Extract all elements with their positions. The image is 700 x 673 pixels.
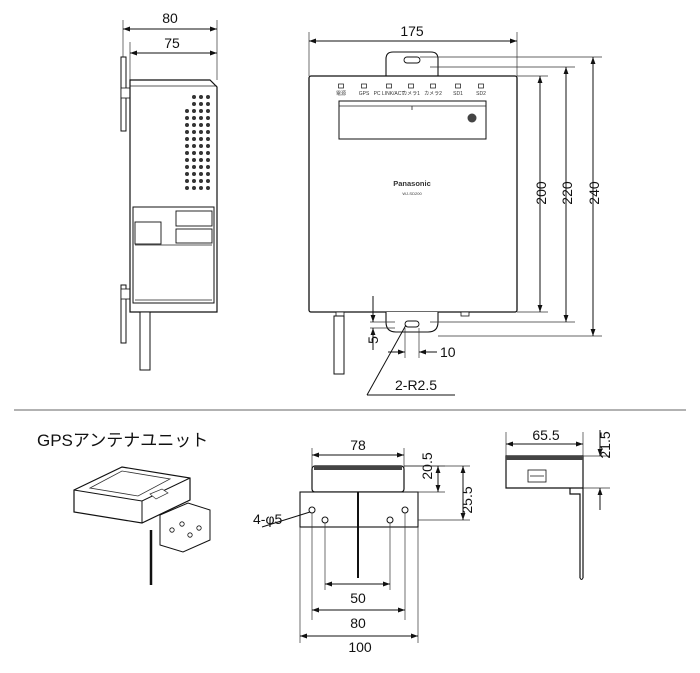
vent-hole — [199, 151, 203, 155]
indicator-label: SD1 — [453, 91, 463, 97]
vent-hole — [192, 151, 196, 155]
indicator-led — [408, 83, 414, 89]
recorder-side-view: 80 75 — [120, 10, 218, 371]
vent-hole — [206, 116, 210, 120]
indicator-label: GPS — [359, 91, 370, 97]
side-width-inner-label: 75 — [164, 35, 180, 51]
gps-holes-note: 4-φ5 — [253, 511, 283, 527]
vent-hole — [206, 109, 210, 113]
vent-hole — [185, 123, 189, 127]
vent-hole — [192, 179, 196, 183]
gps-span-mid-label: 80 — [350, 615, 366, 631]
vent-hole — [192, 172, 196, 176]
vent-hole — [192, 137, 196, 141]
vent-hole — [185, 130, 189, 134]
indicator-label: カメラ1 — [402, 91, 420, 97]
vent-hole — [199, 165, 203, 169]
indicator-led — [455, 83, 461, 89]
vent-hole — [192, 130, 196, 134]
height-total-label: 240 — [586, 181, 602, 205]
gps-isometric-view — [73, 466, 211, 585]
indicator-label: 電源 — [336, 90, 346, 97]
vent-hole — [192, 95, 196, 99]
vent-hole — [192, 123, 196, 127]
vent-hole — [185, 151, 189, 155]
indicator-label: PC LINK/ACT — [374, 91, 405, 97]
vent-hole — [206, 130, 210, 134]
brand-logo-text: Panasonic — [393, 179, 431, 188]
vent-hole — [199, 179, 203, 183]
indicator-label: SD2 — [476, 91, 486, 97]
vent-hole — [206, 172, 210, 176]
vent-hole — [192, 165, 196, 169]
vent-hole — [199, 116, 203, 120]
indicator-led — [430, 83, 436, 89]
dim-10-label: 10 — [440, 344, 456, 360]
vent-hole — [206, 151, 210, 155]
vent-hole — [206, 137, 210, 141]
vent-hole — [185, 144, 189, 148]
indicator-led — [386, 83, 392, 89]
vent-hole — [185, 109, 189, 113]
dim-5-label: 5 — [365, 336, 381, 344]
model-label: WJ-SD200 — [402, 191, 422, 196]
gps-height-top-label: 20.5 — [419, 452, 435, 479]
gps-side-view: 65.5 21.5 — [505, 427, 613, 580]
height-with-tab-label: 220 — [559, 181, 575, 205]
vent-holes — [185, 95, 210, 190]
gps-span-total-label: 100 — [348, 639, 372, 655]
vent-hole — [185, 186, 189, 190]
front-width-label: 175 — [400, 23, 424, 39]
gps-height-hole-label: 25.5 — [459, 486, 475, 513]
vent-hole — [206, 144, 210, 148]
indicator-led — [338, 83, 344, 89]
vent-hole — [206, 179, 210, 183]
vent-hole — [199, 123, 203, 127]
vent-hole — [185, 165, 189, 169]
vent-hole — [199, 158, 203, 162]
vent-hole — [185, 179, 189, 183]
vent-hole — [192, 144, 196, 148]
gps-width-top-label: 78 — [350, 437, 366, 453]
vent-hole — [192, 186, 196, 190]
vent-hole — [199, 144, 203, 148]
vent-hole — [199, 137, 203, 141]
vent-hole — [199, 130, 203, 134]
radius-note-label: 2-R2.5 — [395, 377, 437, 393]
vent-hole — [199, 172, 203, 176]
vent-hole — [206, 95, 210, 99]
indicator-label: カメラ2 — [424, 91, 442, 97]
vent-hole — [192, 109, 196, 113]
vent-hole — [185, 137, 189, 141]
vent-hole — [199, 186, 203, 190]
height-body-label: 200 — [533, 181, 549, 205]
gps-span-inner-label: 50 — [350, 590, 366, 606]
vent-hole — [206, 186, 210, 190]
gps-side-width-label: 65.5 — [532, 427, 559, 443]
vent-hole — [185, 116, 189, 120]
gps-front-view: 78 20.5 25.5 4-φ5 50 80 — [253, 437, 475, 655]
vent-hole — [192, 158, 196, 162]
vent-hole — [206, 102, 210, 106]
gps-side-height-label: 21.5 — [597, 431, 613, 458]
vent-hole — [192, 116, 196, 120]
vent-hole — [199, 102, 203, 106]
indicator-led — [478, 83, 484, 89]
side-width-outer-label: 80 — [162, 10, 178, 26]
vent-hole — [206, 165, 210, 169]
vent-hole — [192, 102, 196, 106]
vent-hole — [206, 123, 210, 127]
vent-hole — [199, 109, 203, 113]
gps-section-title: GPSアンテナユニット — [37, 431, 208, 450]
vent-hole — [199, 95, 203, 99]
vent-hole — [206, 158, 210, 162]
indicator-led — [361, 83, 367, 89]
vent-hole — [185, 172, 189, 176]
vent-hole — [185, 158, 189, 162]
